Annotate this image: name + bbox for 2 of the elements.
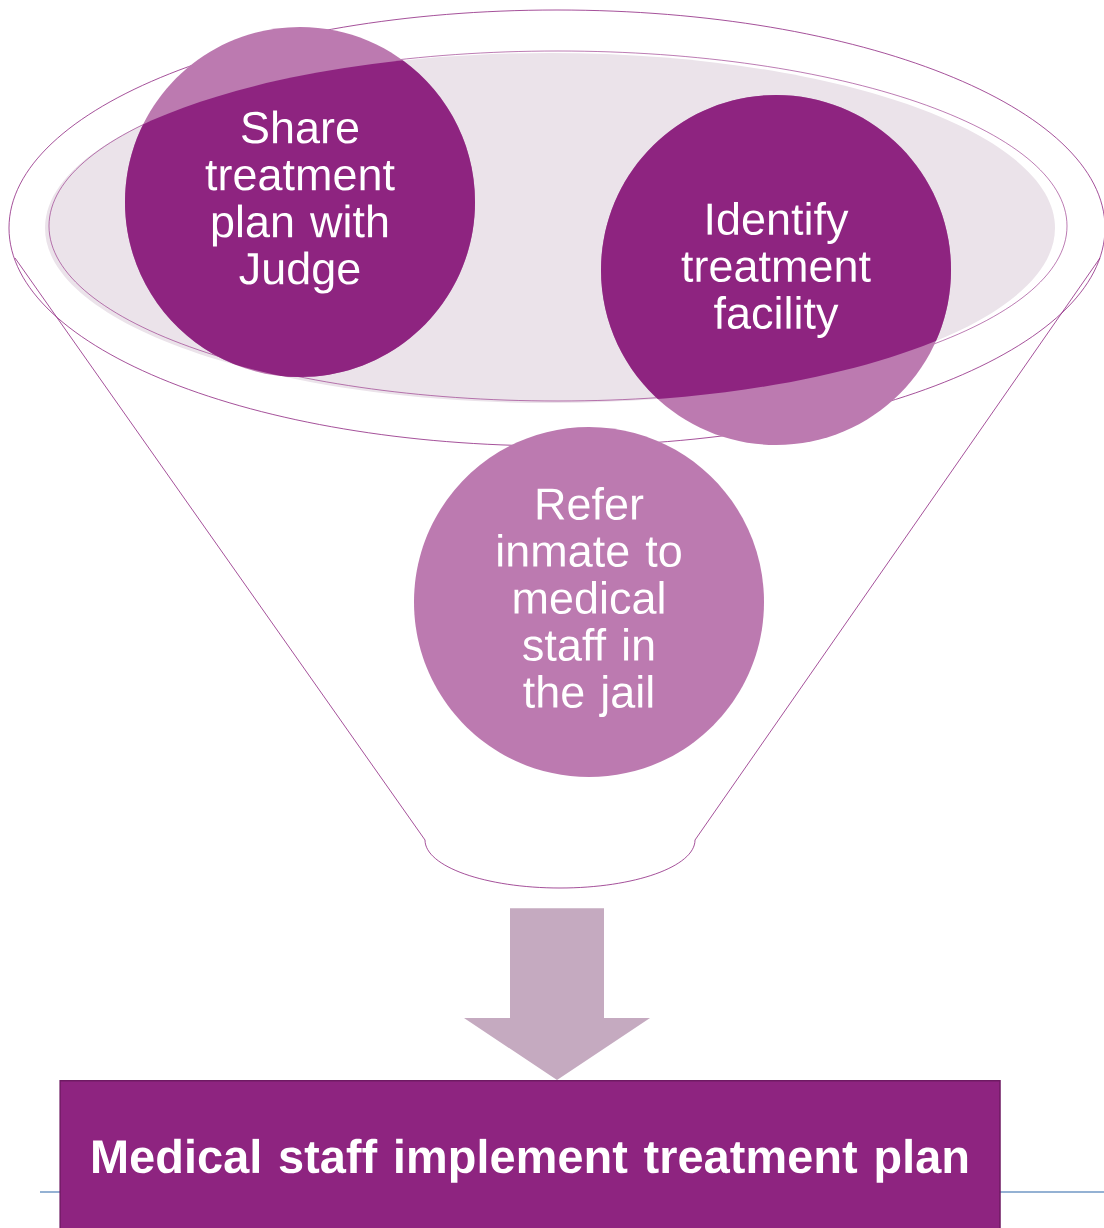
result-box: Medical staff implement treatment plan [59,1080,1001,1228]
block-arrow [464,908,650,1080]
